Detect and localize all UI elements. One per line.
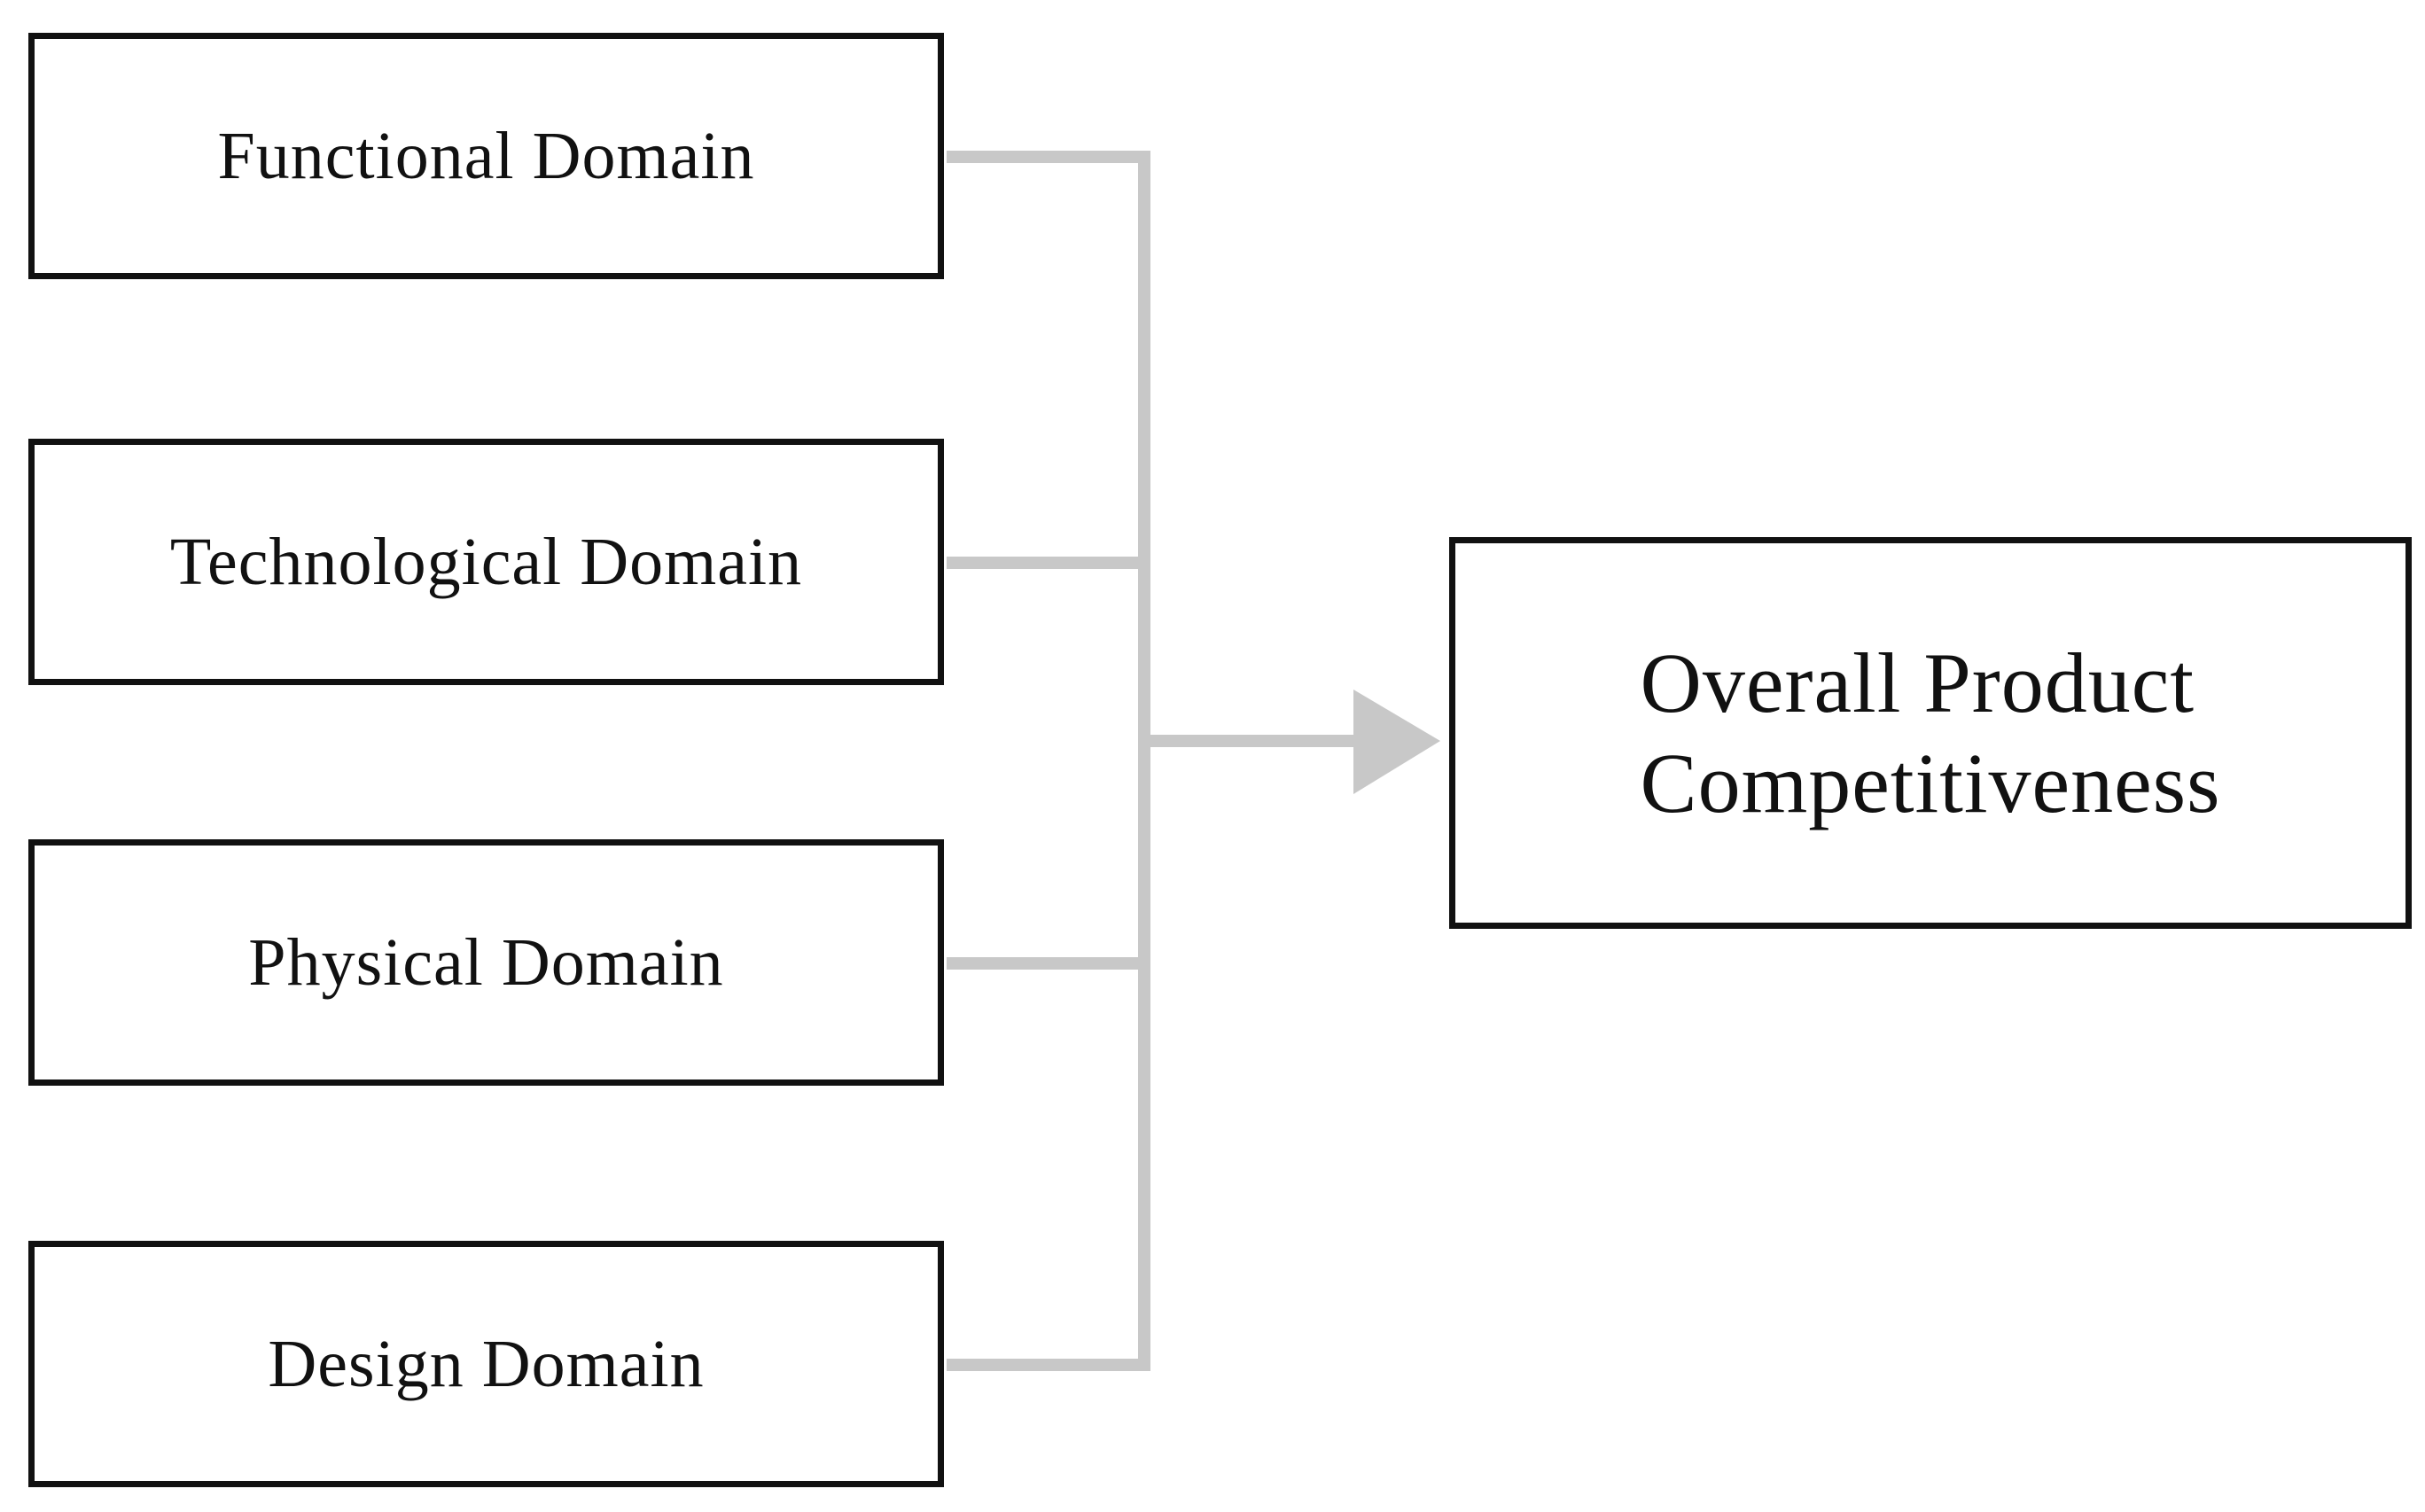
design-domain-label: Design Domain bbox=[268, 1326, 705, 1401]
arrowhead-icon bbox=[1353, 690, 1440, 794]
outcome-label: Overall Product Competitiveness bbox=[1641, 633, 2221, 834]
physical-domain-label: Physical Domain bbox=[248, 924, 724, 1000]
functional-domain-box: Functional Domain bbox=[28, 33, 944, 279]
connector-group bbox=[947, 151, 1356, 1371]
technological-domain-box: Technological Domain bbox=[28, 439, 944, 685]
design-domain-box: Design Domain bbox=[28, 1241, 944, 1487]
overall-product-competitiveness-box: Overall Product Competitiveness bbox=[1449, 537, 2412, 929]
physical-domain-box: Physical Domain bbox=[28, 839, 944, 1086]
technological-domain-label: Technological Domain bbox=[169, 524, 803, 599]
outcome-label-line-1: Overall Product bbox=[1640, 635, 2195, 730]
outcome-label-line-2: Competitiveness bbox=[1640, 736, 2221, 830]
functional-domain-label: Functional Domain bbox=[217, 118, 755, 193]
